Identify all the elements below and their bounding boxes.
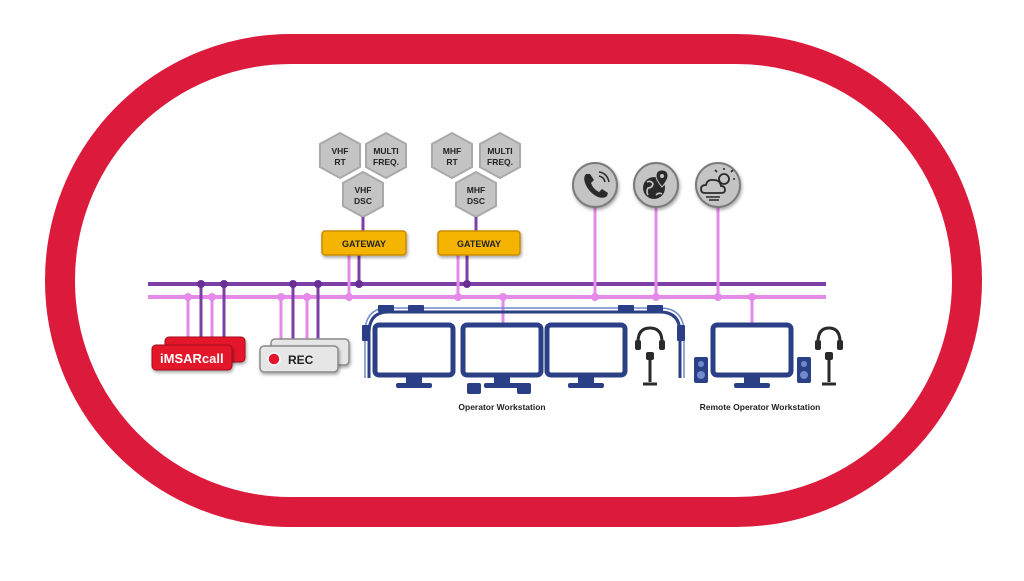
imsarcall-device: iMSARcall — [151, 336, 246, 371]
outer-frame — [45, 34, 982, 527]
hex-vhf-rt — [319, 131, 361, 180]
gateway-label: GATEWAY — [457, 239, 501, 249]
hex-mhf-rt — [431, 131, 473, 180]
phone-icon — [572, 162, 618, 208]
imsarcall-label: iMSARcall — [160, 351, 224, 366]
gateway-label: GATEWAY — [342, 239, 386, 249]
speaker-icon — [467, 383, 481, 394]
operator-workstation-label: Operator Workstation — [458, 402, 545, 412]
headset-microphone-icon — [815, 326, 843, 386]
hex-label: VHF — [355, 185, 372, 195]
monitor-icon — [713, 325, 791, 388]
weather-icon — [695, 162, 741, 208]
monitor-icon — [375, 325, 453, 388]
hex-label: MULTI — [487, 146, 512, 156]
hex-label: RT — [446, 157, 458, 167]
hex-label: MHF — [467, 185, 485, 195]
hdmi-connector-icon — [618, 305, 634, 312]
hex-label: MULTI — [373, 146, 398, 156]
hex-multi-freq — [479, 131, 521, 180]
speaker-icon — [517, 383, 531, 394]
gateway-box — [321, 230, 407, 256]
monitor-icon — [463, 325, 541, 388]
gateway-box — [437, 230, 521, 256]
recorder-device: REC — [259, 338, 350, 373]
recorder-connections — [279, 284, 320, 345]
bus-junction-nodes — [184, 280, 756, 301]
imsarcall-connections — [186, 284, 226, 345]
monitor-icon — [547, 325, 625, 388]
speaker-icon — [797, 357, 811, 383]
operator-workstation: Operator Workstation — [362, 305, 685, 412]
hex-label: VHF — [332, 146, 349, 156]
speaker-icon — [694, 357, 708, 383]
hex-label: FREQ. — [373, 157, 399, 167]
record-dot-icon — [267, 352, 281, 366]
hex-label: FREQ. — [487, 157, 513, 167]
hdmi-connector-icon — [378, 305, 394, 312]
hex-label: DSC — [467, 196, 485, 206]
radio-group-vhf: VHF RT MULTI FREQ. VHF DSC GATEWAY — [319, 131, 407, 256]
headset-microphone-icon — [635, 326, 665, 386]
hex-label: DSC — [354, 196, 372, 206]
remote-operator-workstation: Remote Operator Workstation — [694, 325, 843, 412]
hex-multi-freq — [365, 131, 407, 180]
remote-workstation-label: Remote Operator Workstation — [700, 402, 821, 412]
radio-group-mhf: MHF RT MULTI FREQ. MHF DSC GATEWAY — [431, 131, 521, 256]
hdmi-connector-icon — [408, 305, 424, 312]
hex-label: RT — [334, 157, 346, 167]
recorder-label: REC — [288, 353, 314, 367]
hdmi-connector-icon — [647, 305, 663, 312]
hex-label: MHF — [443, 146, 461, 156]
globe-location-icon — [633, 162, 679, 208]
